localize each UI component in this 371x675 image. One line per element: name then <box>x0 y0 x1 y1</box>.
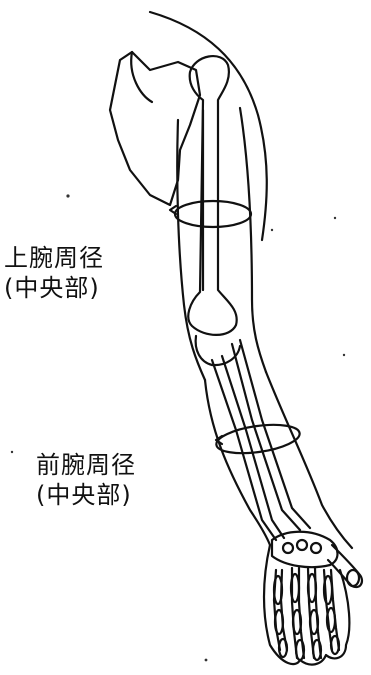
ulna-bone <box>230 342 302 532</box>
forearm-label-line2: (中央部) <box>36 481 132 509</box>
thumb <box>326 543 364 589</box>
upper-arm-label-line1: 上腕周径 <box>4 244 104 272</box>
forearm-circumference-ellipse <box>215 423 301 455</box>
radius-bone <box>210 358 278 542</box>
scan-specks <box>10 194 346 662</box>
upper-arm-circumference-label: 上腕周径 (中央部) <box>4 243 104 303</box>
wrist-carpals <box>270 530 339 569</box>
scapula-outline <box>108 50 202 207</box>
hand-outline <box>262 543 351 666</box>
forearm-circumference-label: 前腕周径 (中央部) <box>36 450 136 510</box>
body-contour-line <box>148 10 268 242</box>
forearm-label-line1: 前腕周径 <box>36 451 136 479</box>
upper-arm-label-line2: (中央部) <box>4 274 100 302</box>
upper-arm-outline <box>176 118 207 382</box>
finger-bones <box>272 566 341 662</box>
humerus-bone <box>187 55 238 336</box>
forearm-outline <box>203 378 272 547</box>
upper-arm-circumference-ellipse <box>173 199 253 229</box>
